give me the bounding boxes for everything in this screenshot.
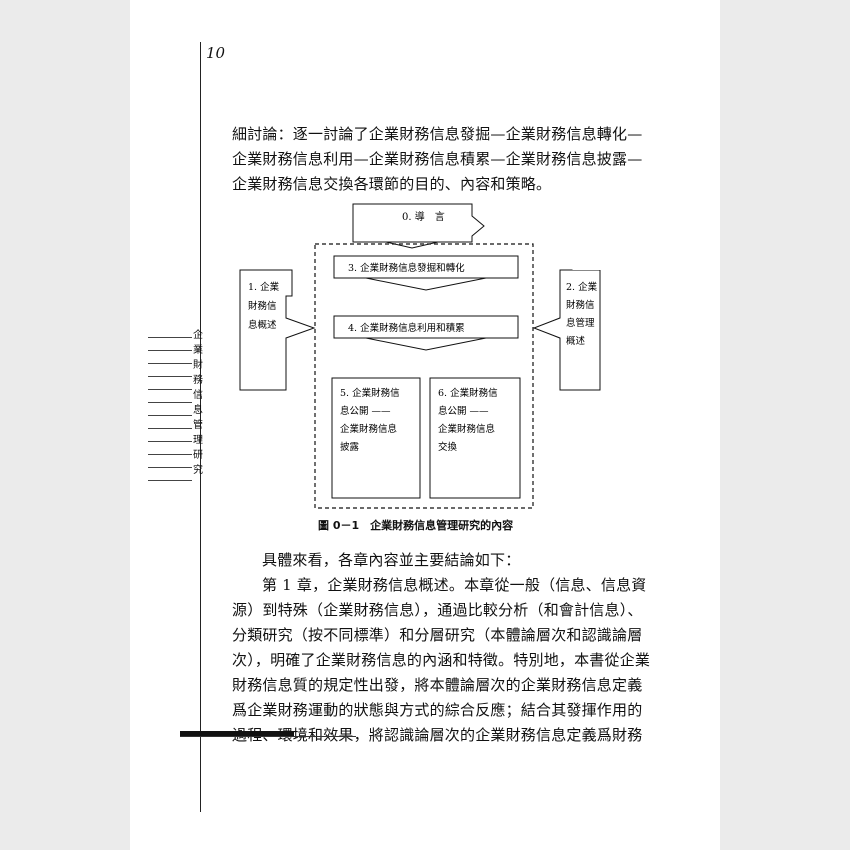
- footer-bar: [180, 731, 294, 737]
- page-number: 10: [206, 44, 226, 62]
- side-title-char: 管: [193, 420, 203, 431]
- dashed-container: [314, 243, 534, 509]
- side-title-char: 研: [193, 450, 203, 461]
- box-5: [331, 377, 421, 499]
- side-rule: [148, 376, 192, 377]
- text-line: 源）到特殊（企業財務信息），通過比較分析（和會計信息）、: [232, 601, 643, 619]
- text-line: 細討論：逐一討論了企業財務信息發掘—企業財務信息轉化—: [232, 125, 643, 143]
- right-arrow-box: 2. 企業 財務信 息管理 概述: [530, 269, 602, 396]
- text-line: 過程、環境和效果，將認識論層次的企業財務信息定義爲財務: [232, 726, 643, 744]
- side-title-char: 業: [193, 345, 203, 356]
- figure-caption: 圖 0－1 企業財務信息管理研究的內容: [318, 519, 514, 532]
- right-box-line: 息管理: [566, 317, 595, 329]
- side-rule: [148, 480, 192, 481]
- content-diagram: 0. 導 言 3. 企業財務信息發掘和轉化 4. 企業財務信息利用和積累 5. …: [236, 198, 576, 518]
- box-6-line: 息公開 ——: [438, 405, 489, 417]
- side-title-char: 理: [193, 435, 203, 446]
- paragraph-summary: 具體來看，各章內容並主要結論如下： 第 1 章，企業財務信息概述。本章從一般（信…: [232, 548, 651, 748]
- text-line: 次），明確了企業財務信息的內涵和特徵。特別地，本書從企業: [232, 651, 651, 669]
- side-rule: [148, 454, 192, 455]
- side-title-char: 究: [193, 465, 203, 476]
- right-box-line: 2. 企業: [566, 281, 598, 293]
- side-rule: [148, 389, 192, 390]
- box-4-label: 4. 企業財務信息利用和積累: [348, 322, 465, 334]
- text-line: 具體來看，各章內容並主要結論如下：: [262, 551, 521, 569]
- left-box-line: 息概述: [248, 319, 277, 331]
- side-rule: [148, 337, 192, 338]
- right-box-line: 概述: [566, 335, 586, 347]
- side-rule: [148, 402, 192, 403]
- text-line: 分類研究（按不同標準）和分層研究（本體論層次和認識論層: [232, 626, 643, 644]
- down-arrow: [365, 337, 487, 351]
- right-box-svg: 2. 企業 財務信 息管理 概述: [532, 269, 601, 391]
- down-arrow: [365, 277, 487, 291]
- side-rule: [148, 350, 192, 351]
- box-6: [429, 377, 521, 499]
- side-rule: [148, 415, 192, 416]
- down-arrow: [385, 241, 439, 249]
- side-rule: [148, 428, 192, 429]
- box-6-line: 交換: [438, 441, 458, 453]
- left-arrow-box: [239, 269, 316, 391]
- left-box-line: 財務信: [248, 300, 277, 312]
- side-rule: [148, 441, 192, 442]
- side-title-char: 務: [193, 375, 203, 386]
- text-line: 企業財務信息交換各環節的目的、內容和策略。: [232, 175, 552, 193]
- text-line: 第 1 章，企業財務信息概述。本章從一般（信息、信息資: [262, 576, 647, 594]
- box-5-line: 5. 企業財務信: [340, 387, 400, 399]
- margin-rule: [200, 42, 201, 812]
- box-3-label: 3. 企業財務信息發掘和轉化: [348, 262, 465, 274]
- side-title-char: 息: [193, 405, 203, 416]
- side-title-char: 財: [193, 360, 203, 371]
- book-page: [130, 0, 720, 850]
- box-5-line: 息公開 ——: [340, 405, 391, 417]
- right-box-line: 財務信: [566, 299, 595, 311]
- side-rule: [148, 363, 192, 364]
- side-rule: [148, 467, 192, 468]
- left-box-line: 1. 企業: [248, 281, 280, 293]
- box-5-line: 企業財務信息: [340, 423, 397, 435]
- text-line: 企業財務信息利用—企業財務信息積累—企業財務信息披露—: [232, 150, 643, 168]
- text-line: 財務信息質的規定性出發，將本體論層次的企業財務信息定義: [232, 676, 643, 694]
- footer-rule: [180, 736, 356, 737]
- intro-label: 0. 導 言: [402, 210, 445, 223]
- side-title-char: 企: [193, 330, 203, 341]
- box-5-line: 披露: [340, 441, 360, 453]
- paragraph-intro: 細討論：逐一討論了企業財務信息發掘—企業財務信息轉化— 企業財務信息利用—企業財…: [232, 122, 643, 197]
- text-line: 爲企業財務運動的狀態與方式的綜合反應；結合其發揮作用的: [232, 701, 643, 719]
- side-title-char: 信: [193, 390, 203, 401]
- box-6-line: 企業財務信息: [438, 423, 495, 435]
- box-6-line: 6. 企業財務信: [438, 387, 498, 399]
- diagram-svg: 0. 導 言 3. 企業財務信息發掘和轉化 4. 企業財務信息利用和積累 5. …: [239, 203, 573, 509]
